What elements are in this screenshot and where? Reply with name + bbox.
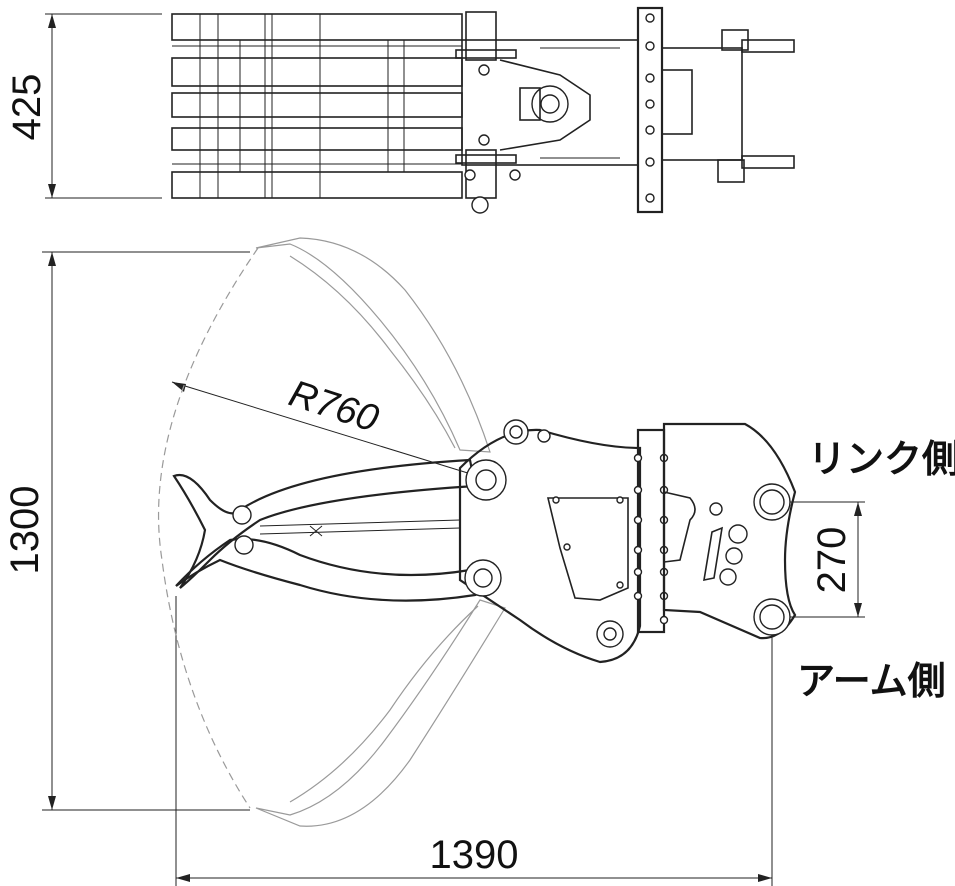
flange-top-view xyxy=(636,6,795,214)
top-view xyxy=(45,6,795,214)
side-view xyxy=(42,237,865,886)
body-plate xyxy=(458,419,642,664)
dim-label-radius: R760 xyxy=(284,373,383,441)
swing-arc xyxy=(157,247,259,809)
closed-tines xyxy=(172,458,477,602)
dim-label-1300: 1300 xyxy=(3,486,47,575)
body-top-view xyxy=(455,11,639,214)
dim-label-425: 425 xyxy=(5,74,49,141)
arm-side-label: アーム側 xyxy=(797,659,946,703)
dim-label-270: 270 xyxy=(810,527,854,594)
ghost-lower-tine xyxy=(255,599,506,827)
bracket xyxy=(662,422,797,640)
ghost-upper-tine xyxy=(255,237,491,453)
link-side-label: リンク側 xyxy=(808,437,955,481)
dim-label-1390: 1390 xyxy=(430,833,519,877)
tines-top-view xyxy=(171,13,463,199)
